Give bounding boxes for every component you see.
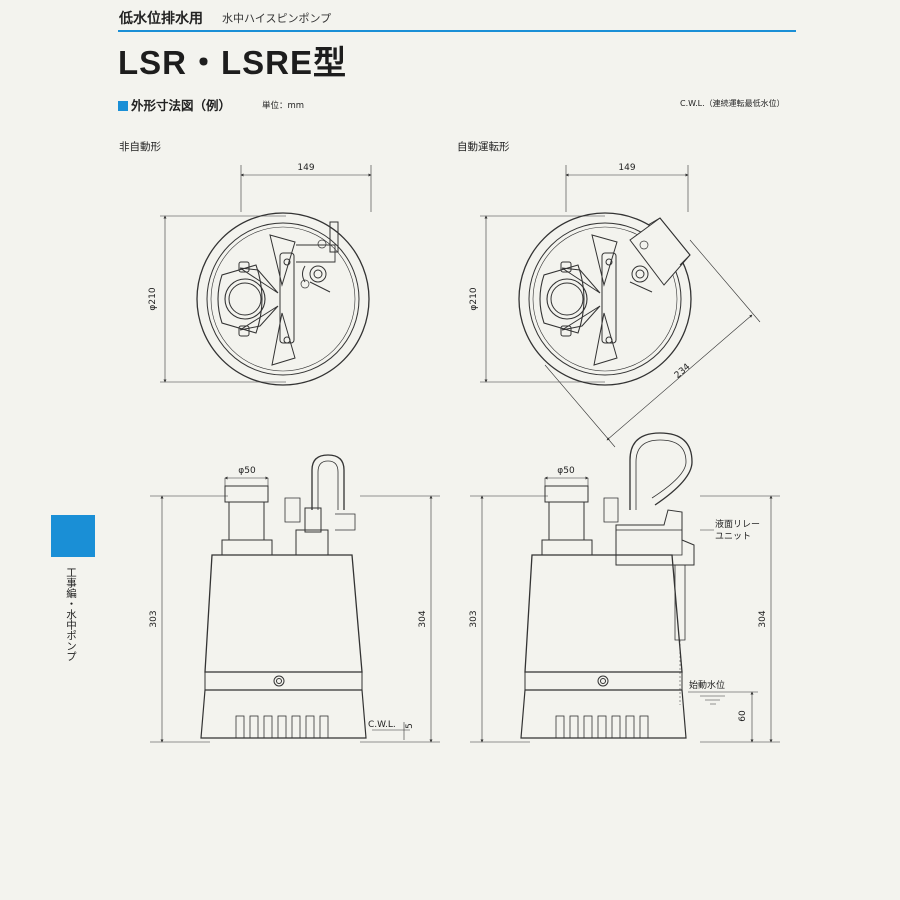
top-view-manual [160, 165, 372, 386]
dim-width-manual: 149 [297, 163, 314, 173]
side-tab-block [51, 515, 95, 557]
start-level-label: 始動水位 [689, 679, 725, 691]
cwl-label: C.W.L. [368, 720, 396, 730]
dim-height-total-automatic: 304 [758, 610, 768, 627]
view-label-manual: 非自動形 [119, 141, 161, 153]
dim-height-manual: 303 [149, 610, 159, 627]
header-rule [118, 30, 796, 32]
cwl-note: C.W.L.（連続運転最低水位） [680, 99, 785, 108]
model-title: LSR・LSRE型 [118, 44, 348, 81]
dim-diameter-manual: φ210 [148, 287, 158, 310]
top-view-automatic [480, 165, 761, 448]
section-heading-text: 外形寸法図（例） [131, 98, 232, 113]
square-bullet-icon [118, 101, 128, 111]
relay-unit-label-line2: ユニット [715, 532, 751, 542]
dim-start-level: 60 [738, 710, 748, 722]
view-label-automatic: 自動運転形 [457, 141, 510, 153]
dim-diameter-automatic: φ210 [469, 287, 479, 310]
side-view-automatic [470, 432, 780, 743]
section-heading: 外形寸法図（例） [118, 95, 231, 114]
side-view-manual [150, 454, 440, 743]
dim-diagonal-automatic: 234 [673, 362, 693, 381]
dim-height-total-manual: 304 [418, 610, 428, 627]
dim-height-automatic: 303 [469, 610, 479, 627]
dim-cwl: 5 [405, 723, 415, 729]
category-title: 低水位排水用 [119, 11, 203, 27]
dim-width-automatic: 149 [618, 163, 635, 173]
side-tab-text: 工事編・水中ポンプ [65, 567, 77, 662]
unit-label: 単位：mm [262, 101, 305, 111]
relay-unit-label-line1: 液面リレー [715, 518, 760, 530]
category-subtitle: 水中ハイスピンポンプ [222, 12, 332, 25]
dim-outlet-manual: φ50 [238, 466, 256, 476]
dim-outlet-automatic: φ50 [557, 466, 575, 476]
